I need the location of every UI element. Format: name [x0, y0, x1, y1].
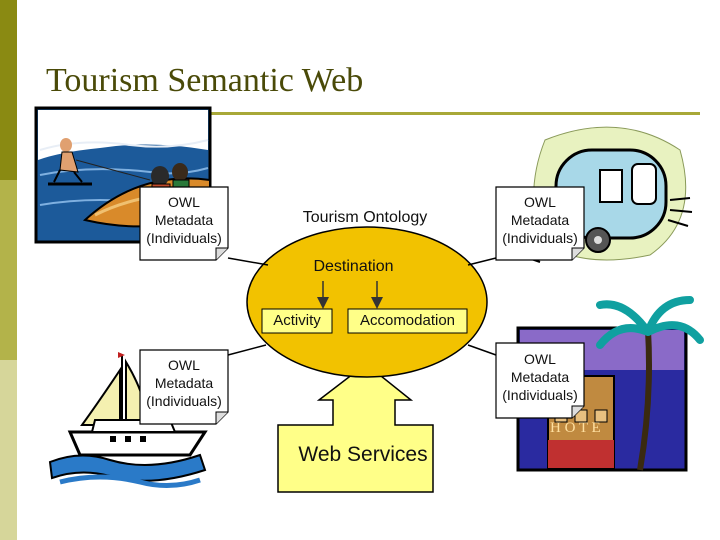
note-bottom-left-text: OWL Metadata (Individuals) [140, 356, 228, 410]
note-line: OWL [524, 194, 556, 210]
note-bottom-left-fold [215, 411, 228, 424]
accomodation-label: Accomodation [359, 312, 456, 329]
note-top-right-text: OWL Metadata (Individuals) [496, 193, 584, 247]
ontology-ellipse [246, 226, 488, 378]
note-line: Metadata [154, 375, 214, 391]
note-line: (Individuals) [146, 393, 222, 409]
note-bottom-right-text: OWL Metadata (Individuals) [496, 350, 584, 404]
activity-label: Activity [273, 312, 321, 329]
note-line: Metadata [510, 369, 570, 385]
note-top-left-text: OWL Metadata (Individuals) [140, 193, 228, 247]
activity-box [261, 308, 333, 334]
ontology-label: Tourism Ontology [302, 209, 428, 226]
note-top-left-fold [215, 247, 228, 260]
note-line: OWL [168, 194, 200, 210]
web-services-label: Web Services [298, 443, 428, 466]
web-services-arrow [277, 363, 434, 493]
note-top-right-fold [571, 247, 584, 260]
left-band-light [0, 360, 17, 540]
destination-box [305, 255, 402, 281]
connector-top-right [467, 257, 497, 266]
note-line: (Individuals) [502, 387, 578, 403]
note-bottom-right-fold [571, 405, 584, 418]
note-line: Metadata [154, 212, 214, 228]
left-band-mid [0, 180, 17, 360]
note-line: (Individuals) [502, 230, 578, 246]
connector-bottom-left [227, 344, 267, 356]
title-rule [40, 112, 700, 115]
connector-bottom-right [467, 344, 497, 356]
note-line: (Individuals) [146, 230, 222, 246]
note-line: Metadata [510, 212, 570, 228]
slide-title: Tourism Semantic Web [46, 62, 364, 99]
left-band-dark [0, 0, 17, 180]
accomodation-box [347, 308, 468, 334]
note-line: OWL [168, 357, 200, 373]
connector-top-left [227, 257, 269, 266]
note-line: OWL [524, 351, 556, 367]
destination-label: Destination [313, 258, 394, 275]
hotel-sign-text: H O T E [550, 420, 601, 436]
